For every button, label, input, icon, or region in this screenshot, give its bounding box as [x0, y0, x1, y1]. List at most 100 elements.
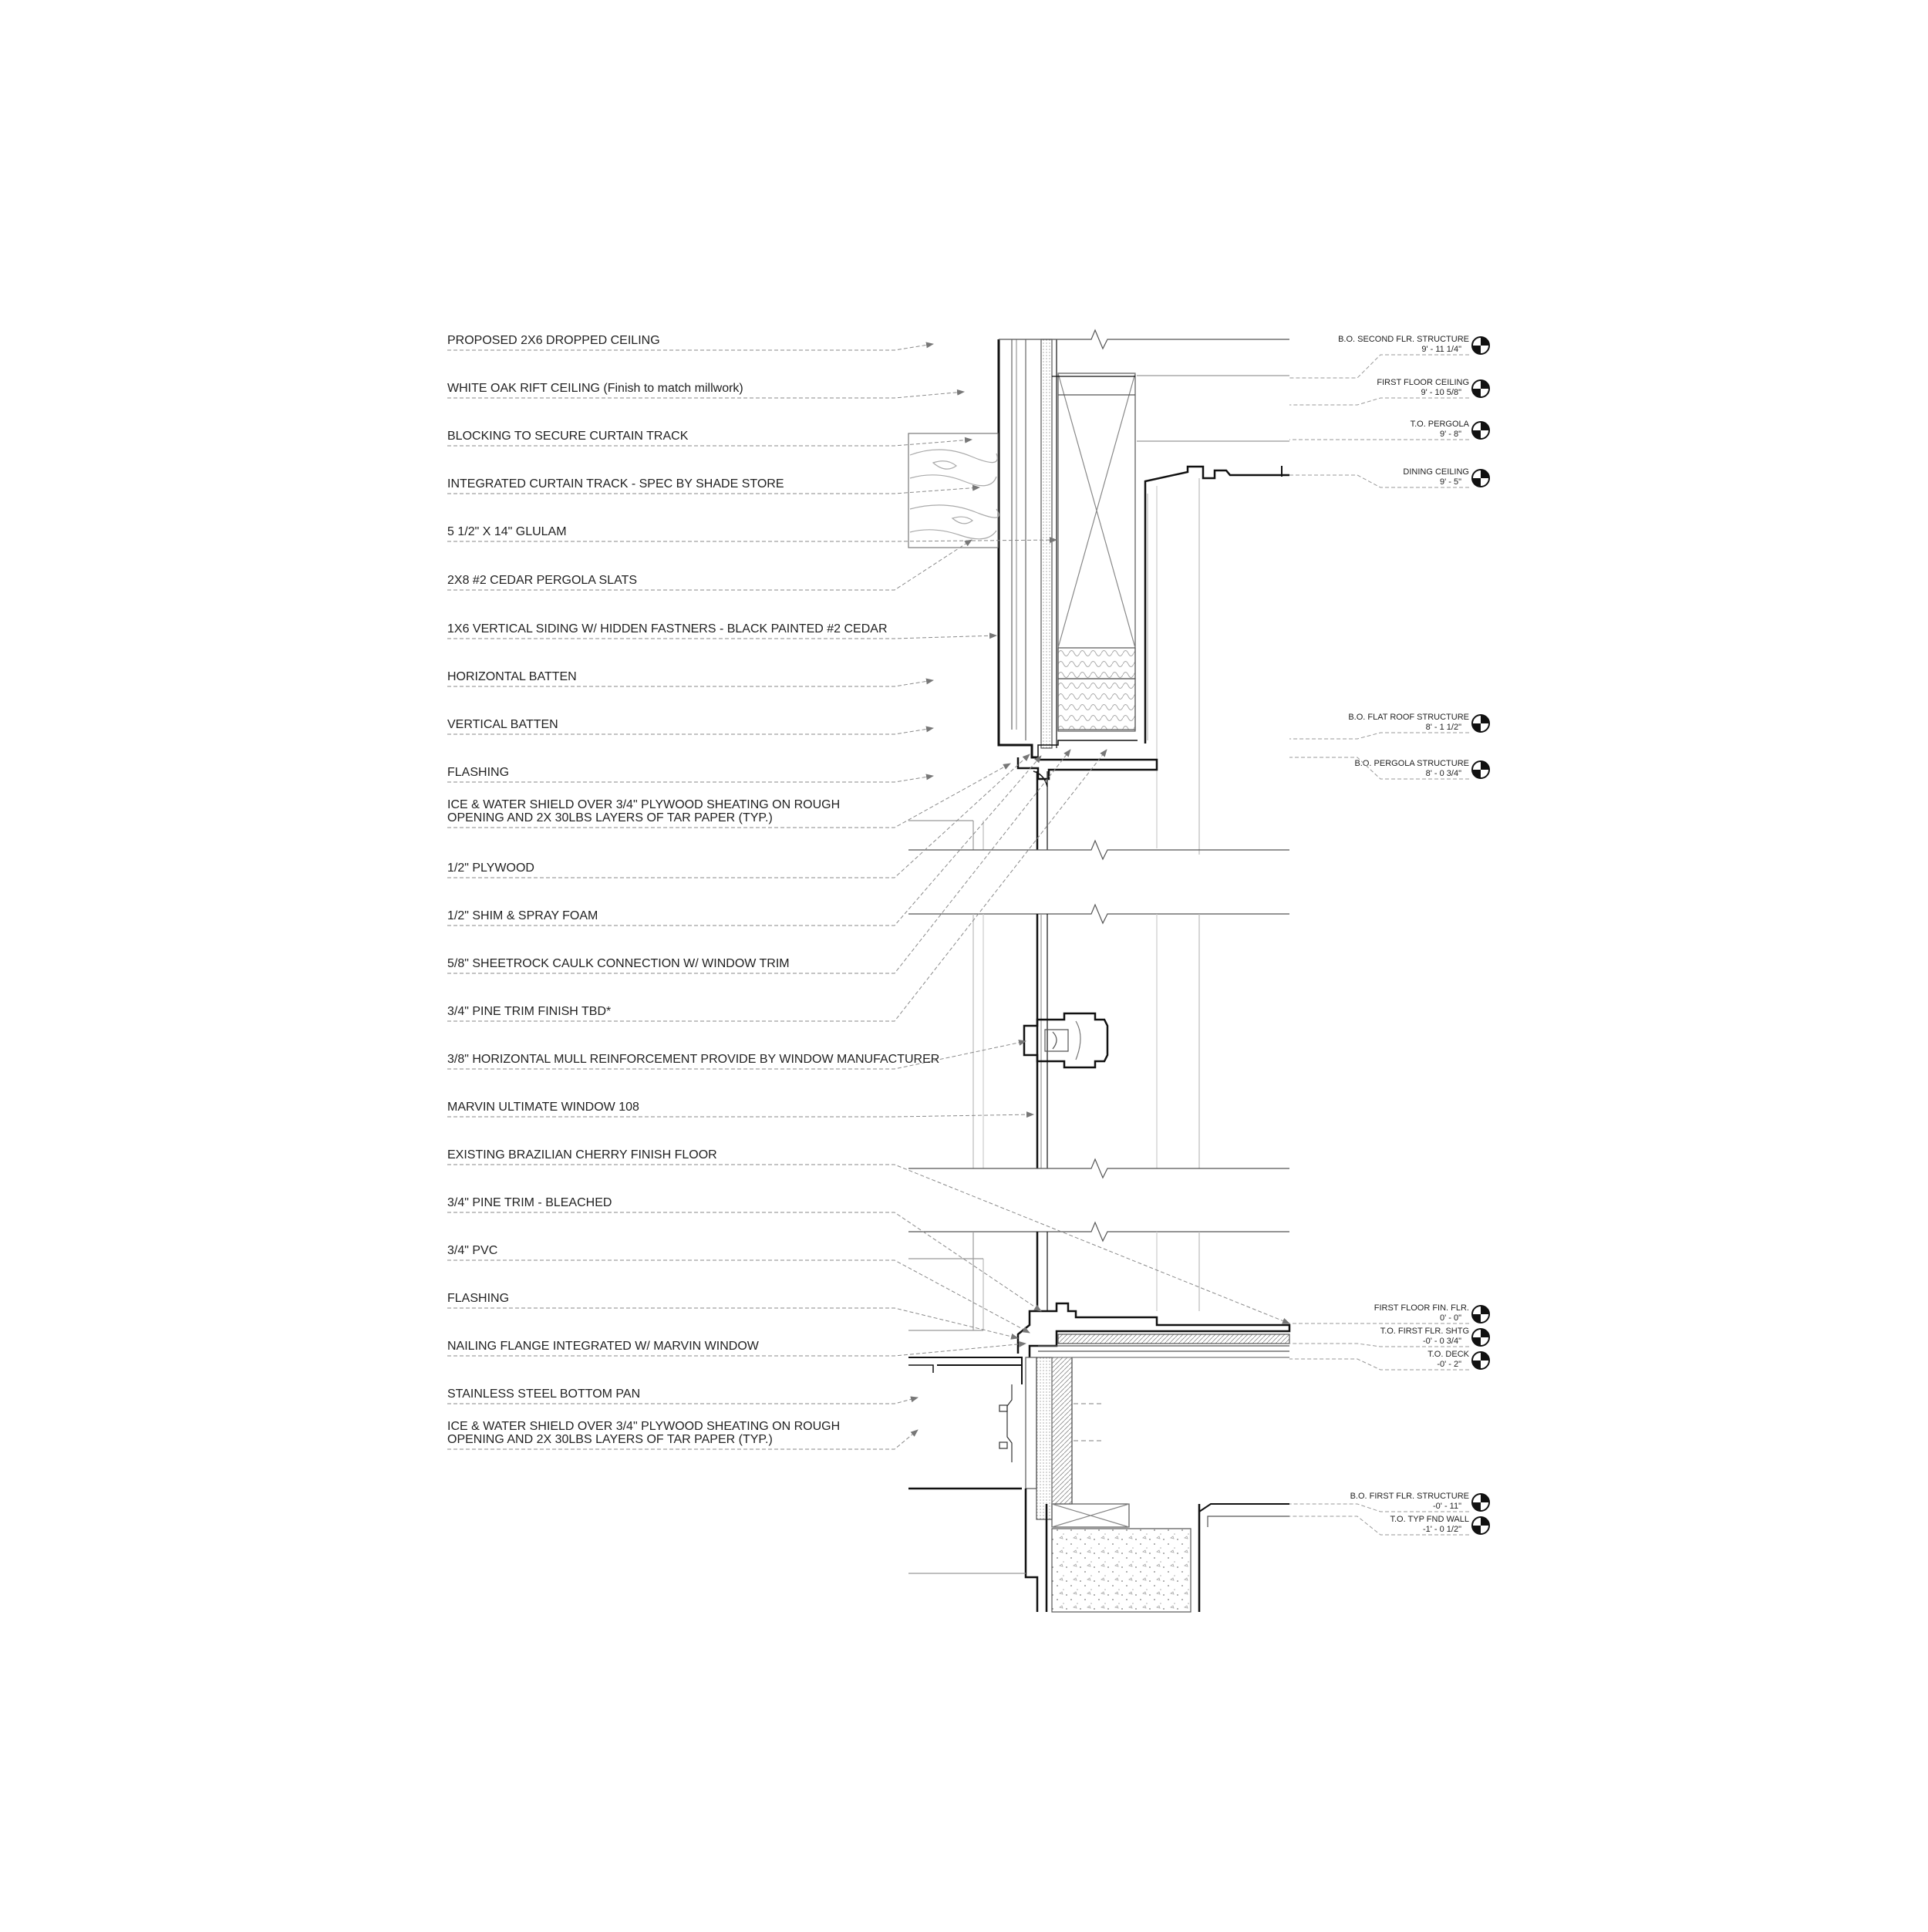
level-leader-line — [1289, 1503, 1469, 1512]
leader-line — [447, 632, 997, 639]
note-shim-spray-foam: 1/2" SHIM & SPRAY FOAM — [447, 909, 598, 922]
level-target-icon — [1471, 421, 1490, 440]
level-name: B.O. PERGOLA STRUCTURE — [1354, 759, 1469, 768]
note-mull-reinforcement: 3/8" HORIZONTAL MULL REINFORCEMENT PROVI… — [447, 1053, 939, 1066]
note-pvc: 3/4" PVC — [447, 1244, 497, 1257]
leader-line — [447, 437, 972, 447]
note-text: 5 1/2" X 14" GLULAM — [447, 525, 567, 538]
leader-line — [447, 1039, 1026, 1070]
note-text: 1X6 VERTICAL SIDING W/ HIDDEN FASTNERS -… — [447, 622, 888, 636]
leader-line — [447, 1396, 918, 1404]
level-name: FIRST FLOOR FIN. FLR. — [1374, 1303, 1469, 1313]
section-geometry — [908, 329, 1291, 1613]
level-name: DINING CEILING — [1403, 467, 1469, 477]
level-target-icon — [1471, 760, 1490, 779]
note-glulam: 5 1/2" X 14" GLULAM — [447, 525, 567, 538]
leader-line — [447, 774, 934, 783]
note-text: ICE & WATER SHIELD OVER 3/4" PLYWOOD SHE… — [447, 798, 840, 811]
leader-line — [447, 537, 1057, 544]
note-horizontal-batten: HORIZONTAL BATTEN — [447, 670, 577, 683]
note-text: 3/4" PVC — [447, 1244, 497, 1257]
note-text: OPENING AND 2X 30LBS LAYERS OF TAR PAPER… — [447, 811, 773, 824]
note-vertical-batten: VERTICAL BATTEN — [447, 718, 558, 731]
note-nailing-flange: NAILING FLANGE INTEGRATED W/ MARVIN WIND… — [447, 1340, 760, 1353]
level-target-icon — [1471, 469, 1490, 487]
note-text: PROPOSED 2X6 DROPPED CEILING — [447, 334, 660, 347]
level-elevation: 0' - 0" — [1440, 1313, 1461, 1323]
note-text: ICE & WATER SHIELD OVER 3/4" PLYWOOD SHE… — [447, 1420, 840, 1433]
note-text: 5/8" SHEETROCK CAULK CONNECTION W/ WINDO… — [447, 957, 790, 970]
note-text: BLOCKING TO SECURE CURTAIN TRACK — [447, 430, 689, 443]
level-elevation: -0' - 0 3/4" — [1423, 1337, 1461, 1346]
level-target-icon — [1471, 1328, 1490, 1347]
note-text: INTEGRATED CURTAIN TRACK - SPEC BY SHADE… — [447, 477, 784, 491]
leader-line — [447, 749, 1107, 1022]
note-vertical-siding: 1X6 VERTICAL SIDING W/ HIDDEN FASTNERS -… — [447, 622, 888, 636]
note-integrated-curtain-track: INTEGRATED CURTAIN TRACK - SPEC BY SHADE… — [447, 477, 784, 491]
leader-line — [447, 754, 1030, 878]
note-ice-water-shield-upper: ICE & WATER SHIELD OVER 3/4" PLYWOOD SHE… — [447, 798, 840, 824]
level-target-icon — [1471, 1351, 1490, 1370]
note-leader-lines — [447, 342, 1290, 1450]
note-half-plywood: 1/2" PLYWOOD — [447, 861, 534, 875]
note-text: 2X8 #2 CEDAR PERGOLA SLATS — [447, 574, 637, 587]
leader-line — [447, 678, 934, 687]
level-target-icon — [1471, 1493, 1490, 1512]
level-leader-line — [1289, 397, 1469, 406]
note-stainless-pan: STAINLESS STEEL BOTTOM PAN — [447, 1387, 640, 1401]
leader-line — [447, 389, 965, 399]
level-leader-line — [1289, 732, 1469, 740]
note-text: 3/4" PINE TRIM FINISH TBD* — [447, 1005, 611, 1018]
callout-notes: PROPOSED 2X6 DROPPED CEILING WHITE OAK RI… — [447, 334, 939, 1446]
note-text: FLASHING — [447, 766, 509, 779]
level-target-icon — [1471, 336, 1490, 355]
level-name: FIRST FLOOR CEILING — [1377, 378, 1469, 387]
leader-line — [447, 1164, 1290, 1324]
note-text: FLASHING — [447, 1292, 509, 1305]
level-name: T.O. DECK — [1427, 1350, 1469, 1359]
level-elevation: -0' - 2" — [1437, 1360, 1461, 1369]
level-elevation: 9' - 10 5/8" — [1421, 388, 1462, 397]
note-blocking-curtain-track: BLOCKING TO SECURE CURTAIN TRACK — [447, 430, 689, 443]
note-cherry-floor: EXISTING BRAZILIAN CHERRY FINISH FLOOR — [447, 1148, 717, 1162]
note-text: 3/4" PINE TRIM - BLEACHED — [447, 1196, 612, 1209]
leader-line — [447, 342, 934, 351]
level-target-icon — [1471, 714, 1490, 733]
level-elevation: -0' - 11" — [1433, 1502, 1461, 1511]
level-to-typ-fnd-wall: T.O. TYP FND WALL-1' - 0 1/2" — [1289, 1515, 1490, 1536]
level-to-first-flr-shtg: T.O. FIRST FLR. SHTG-0' - 0 3/4" — [1289, 1327, 1490, 1347]
leader-line — [447, 763, 1011, 828]
level-name: B.O. FLAT ROOF STRUCTURE — [1348, 713, 1469, 722]
level-leader-line — [1289, 1358, 1469, 1371]
note-text: WHITE OAK RIFT CEILING (Finish to match … — [447, 382, 743, 395]
note-marvin-window: MARVIN ULTIMATE WINDOW 108 — [447, 1101, 639, 1114]
level-name: B.O. SECOND FLR. STRUCTURE — [1338, 335, 1469, 344]
level-leader-line — [1289, 1343, 1469, 1347]
leader-line — [447, 539, 972, 591]
level-leader-line — [1289, 474, 1469, 488]
level-leader-line — [1289, 1516, 1469, 1536]
level-elevation: -1' - 0 1/2" — [1423, 1525, 1461, 1534]
level-leader-line — [1289, 354, 1469, 379]
level-bo-first-flr-structure: B.O. FIRST FLR. STRUCTURE-0' - 11" — [1289, 1492, 1490, 1512]
note-text: MARVIN ULTIMATE WINDOW 108 — [447, 1101, 639, 1114]
note-text: EXISTING BRAZILIAN CHERRY FINISH FLOOR — [447, 1148, 717, 1162]
leader-line — [447, 1340, 1026, 1357]
note-text: 3/8" HORIZONTAL MULL REINFORCEMENT PROVI… — [447, 1053, 939, 1066]
note-cedar-pergola-slats: 2X8 #2 CEDAR PERGOLA SLATS — [447, 574, 637, 587]
level-elevation: 9' - 8" — [1440, 430, 1461, 439]
level-elevation: 8' - 0 3/4" — [1426, 769, 1461, 778]
level-target-icon — [1471, 1305, 1490, 1323]
level-target-icon — [1471, 379, 1490, 398]
note-white-oak-ceiling: WHITE OAK RIFT CEILING (Finish to match … — [447, 382, 743, 395]
note-text: STAINLESS STEEL BOTTOM PAN — [447, 1387, 640, 1401]
leader-line — [447, 1259, 1030, 1334]
level-elevation: 9' - 5" — [1440, 477, 1461, 487]
note-text: VERTICAL BATTEN — [447, 718, 558, 731]
